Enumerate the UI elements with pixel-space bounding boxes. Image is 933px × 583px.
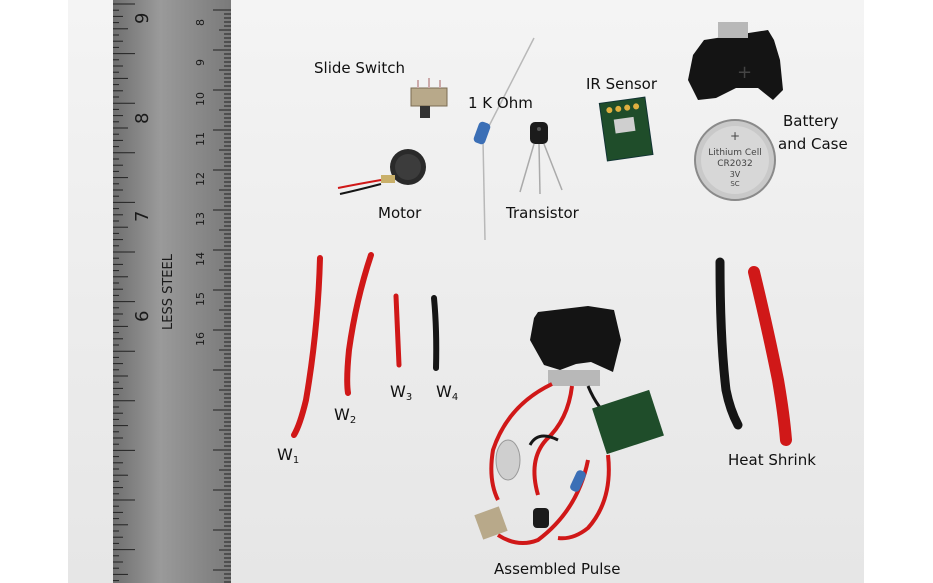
label-slide-switch: Slide Switch xyxy=(314,59,405,77)
ruler-imprint: LESS STEEL xyxy=(161,253,176,330)
ruler-cm-number: 13 xyxy=(194,212,207,226)
label-w4: W4 xyxy=(436,383,458,407)
label-resistor: 1 K Ohm xyxy=(468,94,533,112)
ruler-cm-number: 16 xyxy=(194,332,207,346)
label-w3-main: W xyxy=(390,382,406,401)
slide-switch xyxy=(410,78,448,118)
ruler-cm-number: 11 xyxy=(194,132,207,146)
coin-cell-line2: CR2032 xyxy=(717,159,752,169)
battery-case: + xyxy=(688,22,783,100)
label-w2: W2 xyxy=(334,406,356,430)
ruler-inch-9: 9 xyxy=(132,13,153,24)
label-w2-main: W xyxy=(334,405,350,424)
label-transistor: Transistor xyxy=(506,204,579,222)
vibration-motor xyxy=(337,149,426,195)
label-assembled-pulse: Assembled Pulse xyxy=(494,560,621,578)
coin-cell-plus: + xyxy=(730,129,740,143)
ruler-cm-number: 8 xyxy=(194,19,207,26)
label-heat-shrink: Heat Shrink xyxy=(728,451,816,469)
ruler-inch-6: 6 xyxy=(132,311,153,322)
label-w4-sub: 4 xyxy=(451,392,459,403)
wire-w2 xyxy=(344,252,374,396)
label-w3: W3 xyxy=(390,383,412,407)
label-w3-sub: 3 xyxy=(405,392,413,403)
label-ir-sensor: IR Sensor xyxy=(586,75,658,93)
label-motor: Motor xyxy=(378,204,422,222)
ruler-cm-number: 12 xyxy=(194,172,207,186)
coin-cell-line3: 3V xyxy=(730,170,741,179)
steel-ruler: 9 8 7 6 LESS STEEL 8 9 10 11 12 13 14 15 16 xyxy=(113,0,231,583)
ruler-cm-number: 10 xyxy=(194,92,207,106)
wire-w3 xyxy=(393,293,402,368)
assembled-pulse xyxy=(474,306,664,546)
label-w4-main: W xyxy=(436,382,452,401)
ir-sensor-board xyxy=(598,96,654,162)
ruler-cm-number: 15 xyxy=(194,292,207,306)
transistor xyxy=(519,122,563,195)
ruler-inch-8: 8 xyxy=(132,113,153,124)
ruler-cm-number: 9 xyxy=(194,59,207,66)
resistor xyxy=(473,37,535,241)
wire-w4 xyxy=(431,295,440,371)
heat-shrink-tubes xyxy=(715,257,792,446)
coin-cell-line1: Lithium Cell xyxy=(708,148,761,158)
label-w1: W1 xyxy=(277,446,299,470)
label-battery-line1: Battery xyxy=(783,112,839,130)
ruler-cm-number: 14 xyxy=(194,252,207,266)
label-w1-main: W xyxy=(277,445,293,464)
wire-w1 xyxy=(291,255,323,438)
battery-case-plus: + xyxy=(737,62,752,83)
label-w1-sub: 1 xyxy=(292,455,300,466)
ruler-inch-7: 7 xyxy=(132,211,153,222)
coin-cell-line4: SC xyxy=(730,180,739,188)
coin-cell-battery: + Lithium Cell CR2032 3V SC xyxy=(694,119,776,201)
label-w2-sub: 2 xyxy=(349,415,357,426)
label-battery-line2: and Case xyxy=(778,135,848,153)
